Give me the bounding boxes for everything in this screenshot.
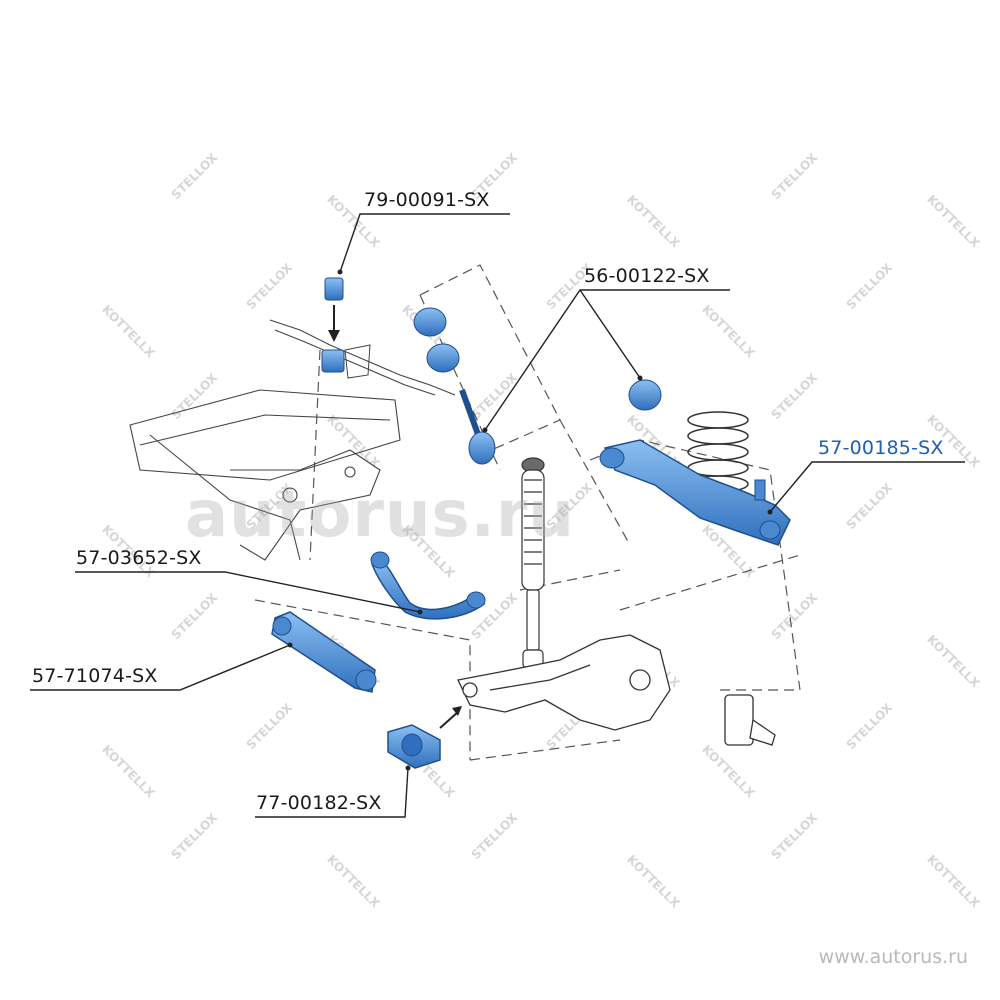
part-label-57-00185-sx[interactable]: 57-00185-SX xyxy=(818,437,944,459)
watermark-text: STELLOX xyxy=(769,590,821,642)
watermark-text: STELLOX xyxy=(769,810,821,862)
watermark-text: KOTTELLX xyxy=(99,302,158,361)
trailing-arm xyxy=(271,611,377,693)
watermark-text: STELLOX xyxy=(769,370,821,422)
watermark-text: STELLOX xyxy=(169,810,221,862)
hub-knuckle xyxy=(457,634,776,746)
leader-lines xyxy=(30,213,965,818)
watermark-text: STELLOX xyxy=(844,260,896,312)
watermark-text: STELLOX xyxy=(244,700,296,752)
watermark-text: STELLOX xyxy=(169,370,221,422)
watermark-text: KOTTELLX xyxy=(324,412,383,471)
part-label-57-71074-sx[interactable]: 57-71074-SX xyxy=(32,665,158,687)
watermark-text: KOTTELLX xyxy=(924,632,983,691)
watermark-text: KOTTELLX xyxy=(99,742,158,801)
lower-control-arm xyxy=(599,439,791,546)
part-label-56-00122-sx[interactable]: 56-00122-SX xyxy=(584,265,710,287)
watermark-text: STELLOX xyxy=(169,150,221,202)
watermark-text: STELLOX xyxy=(769,150,821,202)
shock-absorber xyxy=(521,457,545,669)
watermark-text: KOTTELLX xyxy=(924,192,983,251)
part-label-57-03652-sx[interactable]: 57-03652-SX xyxy=(76,547,202,569)
watermark-text: KOTTELLX xyxy=(624,852,683,911)
watermark-text: STELLOX xyxy=(844,480,896,532)
upper-curved-arm xyxy=(370,551,486,620)
footer-site: www.autorus.ru xyxy=(818,946,968,968)
watermark-text: STELLOX xyxy=(469,370,521,422)
leader-arrows xyxy=(287,269,773,771)
stabilizer-link-bushings xyxy=(413,307,662,465)
watermark-text: KOTTELLX xyxy=(324,852,383,911)
watermark-text: KOTTELLX xyxy=(699,302,758,361)
watermark-text: STELLOX xyxy=(169,590,221,642)
assembly-dashes xyxy=(254,264,801,761)
watermark-text: STELLOX xyxy=(469,810,521,862)
watermark-text: KOTTELLX xyxy=(699,742,758,801)
watermark-text: STELLOX xyxy=(844,700,896,752)
part-label-79-00091-sx[interactable]: 79-00091-SX xyxy=(364,189,490,211)
stabilizer-bushing-group xyxy=(321,277,371,379)
watermark-overlay: autorus.ru xyxy=(185,478,575,552)
part-label-77-00182-sx[interactable]: 77-00182-SX xyxy=(256,792,382,814)
watermark-text: KOTTELLX xyxy=(924,852,983,911)
chassis-frame xyxy=(129,319,456,561)
knuckle-bushing xyxy=(387,706,462,769)
watermark-text: STELLOX xyxy=(244,260,296,312)
watermark-text: KOTTELLX xyxy=(624,192,683,251)
